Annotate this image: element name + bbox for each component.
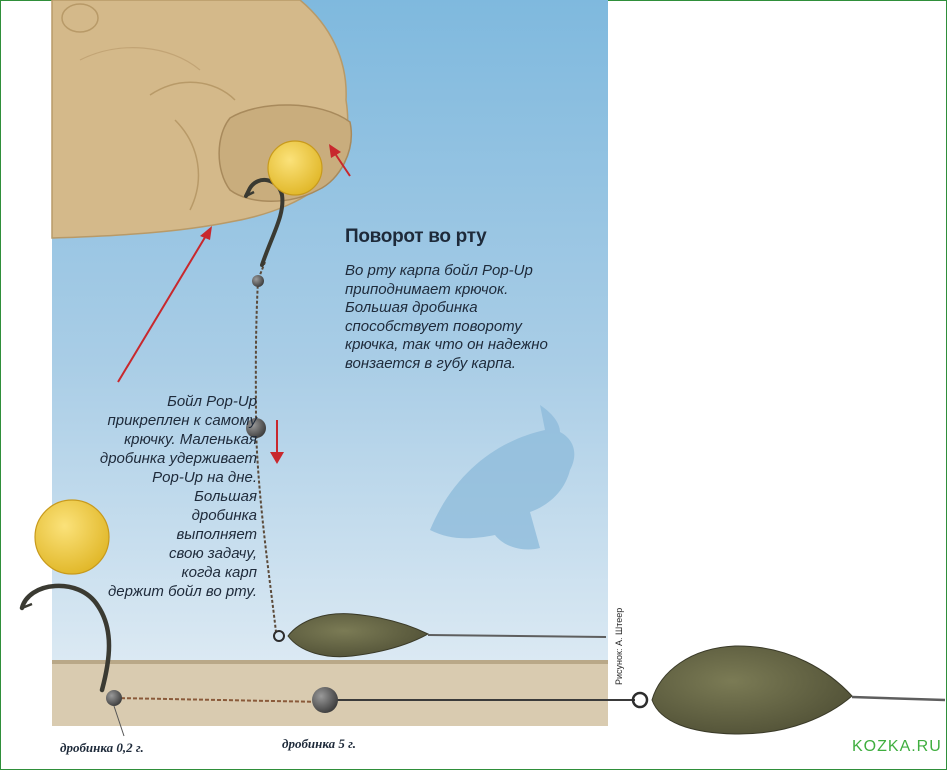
carp-eye — [61, 3, 99, 33]
left-note: Бойл Pop-Up прикреплен к самому крючку. … — [52, 392, 257, 601]
lower-rig-line-a — [114, 697, 326, 703]
lower-big-shot — [312, 687, 338, 713]
left-note-line: когда карп — [181, 564, 257, 581]
big-shot-label: дробинка 5 г. — [282, 736, 357, 751]
carp-fold-2 — [149, 81, 236, 101]
description: Во рту карпа бойл Pop-Up приподнимает кр… — [345, 262, 548, 372]
arrow-lip-head — [329, 144, 341, 158]
upper-swivel — [273, 630, 285, 642]
lake-bottom-edge — [52, 660, 608, 664]
small-shot-label: дробинка 0,2 г. — [60, 740, 144, 755]
arrow-lip-line — [333, 151, 351, 177]
upper-hook — [244, 178, 285, 267]
illustration-credit: Рисунок: А. Штеер — [614, 607, 624, 685]
arrow-mouth-line — [117, 233, 208, 383]
upper-hook-point — [245, 190, 255, 198]
fish-silhouette — [430, 405, 575, 550]
left-note-line: дробинка удерживает — [99, 450, 257, 467]
carp-fold-1 — [174, 119, 200, 211]
lower-hook-point — [21, 602, 33, 610]
left-note-line: держит бойл во рту. — [107, 583, 257, 600]
upper-big-shot — [246, 418, 266, 438]
pointer-small-shot — [113, 705, 125, 737]
upper-lead — [287, 613, 430, 658]
left-note-line: свою задачу, — [169, 545, 257, 562]
site-watermark: KOZKA.RU — [852, 738, 942, 755]
left-note-line: дробинка — [191, 507, 257, 524]
arrow-down-head — [270, 452, 284, 464]
left-note-line: Pop-Up на дне. — [152, 469, 257, 486]
lower-mainline — [851, 695, 946, 702]
lower-lead — [651, 645, 853, 735]
upper-boilie — [267, 140, 323, 196]
lower-boilie — [34, 499, 110, 575]
left-note-line: выполняет — [176, 526, 257, 543]
arrow-mouth-head — [200, 226, 212, 240]
lower-small-shot — [106, 690, 122, 706]
upper-small-shot — [252, 275, 264, 287]
left-note-line: крючку. Маленькая — [124, 431, 257, 448]
heading: Поворот во рту — [345, 226, 487, 247]
left-note-line: Бойл Pop-Up — [167, 393, 257, 410]
left-note-line: прикреплен к самому — [107, 412, 257, 429]
left-note-line: Большая — [194, 488, 257, 505]
lower-hook — [19, 583, 112, 693]
upper-mainline — [427, 634, 607, 638]
carp-fold-3 — [79, 47, 201, 71]
lower-swivel — [631, 691, 649, 709]
